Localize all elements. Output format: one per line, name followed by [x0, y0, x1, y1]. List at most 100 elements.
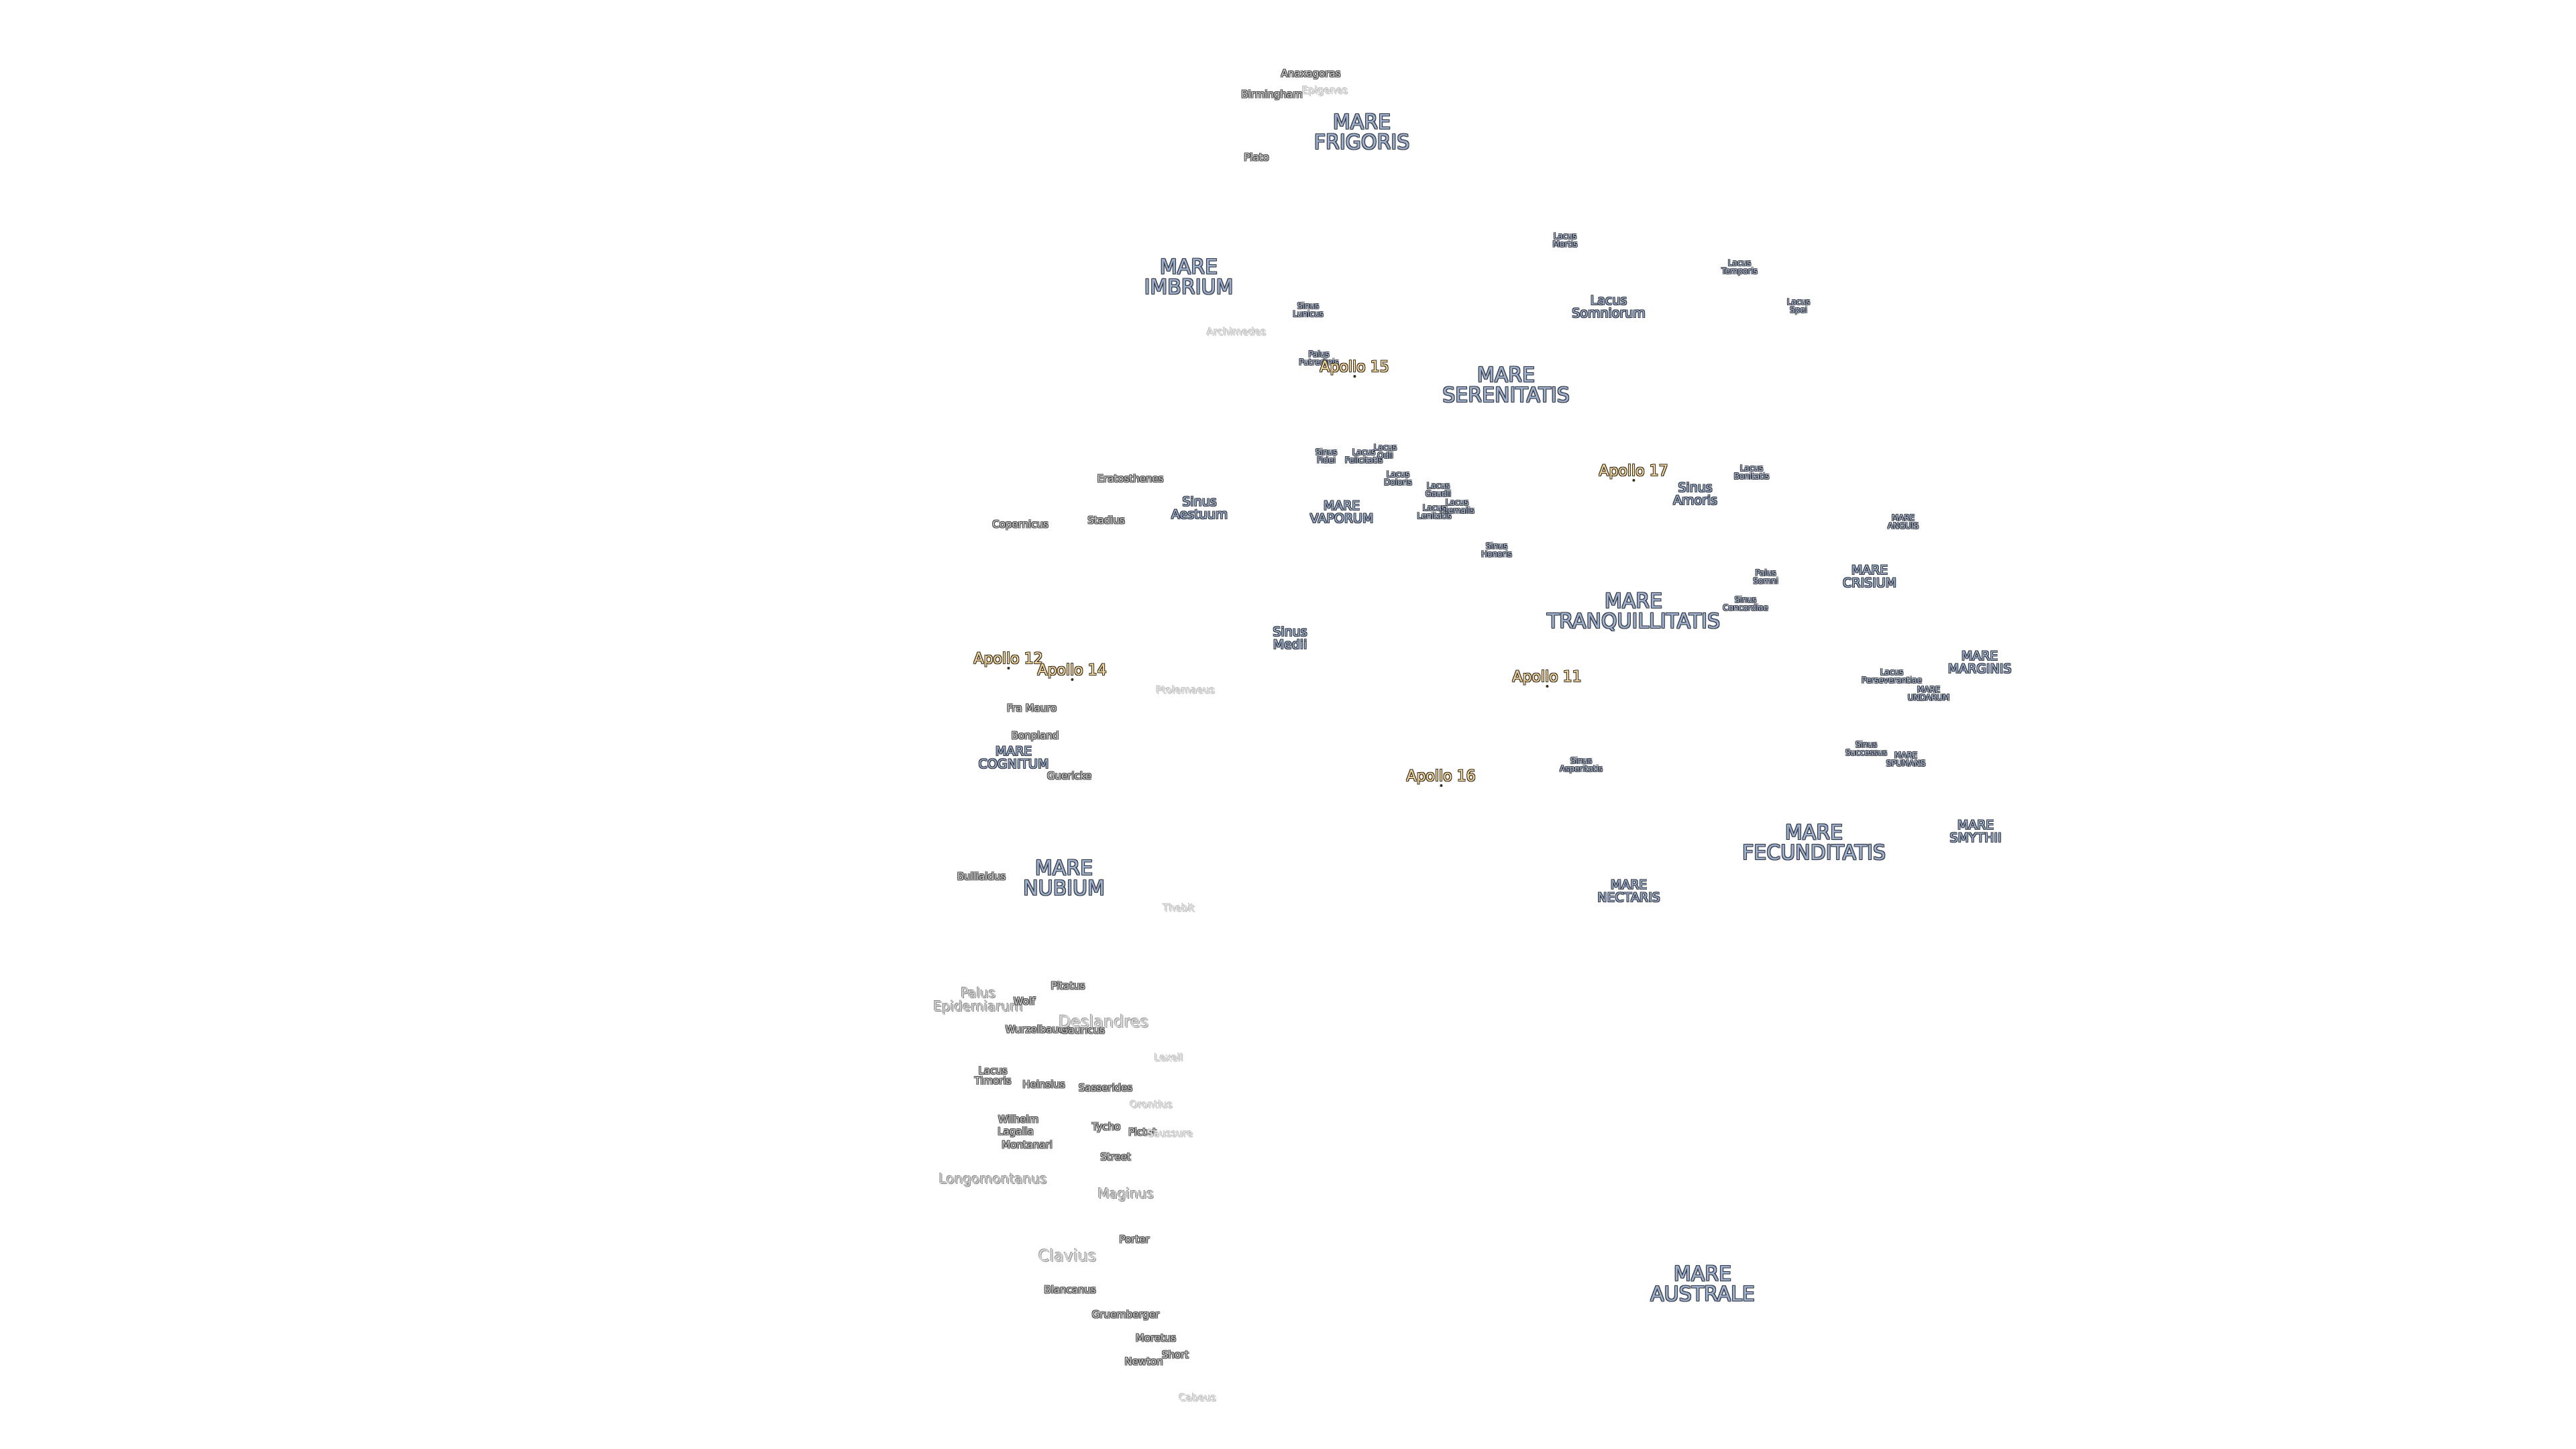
- landing-site-marker-icon: [1071, 678, 1073, 681]
- lacus-bonitatis-label: Lacus Bonitatis: [1733, 464, 1770, 481]
- lacus-gaudii-label: Lacus Gaudii: [1425, 481, 1452, 498]
- longomontanus-label: Longomontanus: [938, 1171, 1047, 1187]
- apollo-12-site: Apollo 12: [973, 651, 1043, 669]
- sinus-lunicus-label: Sinus Lunicus: [1293, 301, 1324, 319]
- landing-site-marker-icon: [1353, 375, 1356, 378]
- lacus-felicitatis-label: Lacus Felicitatis: [1344, 447, 1383, 465]
- copernicus-label: Copernicus: [992, 518, 1049, 531]
- lacus-spei-label: Lacus Spei: [1786, 297, 1811, 315]
- apollo-15-site: Apollo 15: [1320, 360, 1389, 378]
- landing-site-marker-icon: [1440, 784, 1442, 787]
- clavius-label: Clavius: [1038, 1246, 1097, 1265]
- sinus-aestuum-label: Sinus Aestuum: [1171, 494, 1228, 522]
- palus-somni-label: Palus Somni: [1753, 568, 1778, 586]
- guericke-label: Guericke: [1046, 769, 1092, 782]
- sinus-medii-label: Sinus Medii: [1273, 625, 1307, 652]
- apollo-14-site: Apollo 14: [1037, 662, 1107, 681]
- sinus-concordiae-label: Sinus Concordiae: [1723, 595, 1768, 612]
- landing-site-marker-icon: [1007, 667, 1010, 669]
- street-label: Street: [1100, 1150, 1131, 1163]
- wolf-label: Wolf: [1013, 995, 1036, 1008]
- maginus-label: Maginus: [1097, 1185, 1154, 1201]
- stadius-label: Stadius: [1087, 514, 1125, 527]
- deslandres-label: Deslandres: [1058, 1012, 1149, 1031]
- bonpland-label: Bonpland: [1011, 729, 1059, 742]
- sinus-amoris-label: Sinus Amoris: [1672, 480, 1718, 508]
- mare-anguis-label: MARE ANGUIS: [1887, 513, 1919, 531]
- lacus-timoris-label: Lacus Timoris: [974, 1065, 1012, 1087]
- lacus-odii-label: Lacus Odii: [1373, 443, 1397, 460]
- heinsius-label: Heinsius: [1022, 1078, 1065, 1091]
- lacus-lenitatis-label: Lacus Lenitatis: [1417, 503, 1452, 521]
- palus-epidemiarum-label: Palus Epidemiarum: [933, 985, 1023, 1014]
- thebit-label: Thebit: [1163, 902, 1195, 914]
- palus-putredinis-label: Palus Putredinis: [1299, 350, 1339, 367]
- orontius-label: Orontius: [1130, 1098, 1173, 1111]
- anaxagoras-label: Anaxagoras: [1281, 67, 1341, 80]
- sinus-successus-label: Sinus Successus: [1845, 740, 1888, 757]
- fra-mauro-label: Fra Mauro: [1006, 702, 1057, 714]
- mare-imbrium-label: MARE IMBRIUM: [1144, 256, 1234, 299]
- lacus-mortis-label: Lacus Mortis: [1552, 231, 1578, 249]
- apollo-12-label: Apollo 12: [973, 651, 1043, 667]
- epigenes-label: Epigenes: [1301, 84, 1348, 97]
- sinus-asperitatis-label: Sinus Asperitatis: [1559, 756, 1603, 773]
- mare-vaporum-label: MARE VAPORUM: [1309, 498, 1374, 526]
- mare-australe-label: MARE AUSTRALE: [1650, 1263, 1755, 1306]
- mare-cognitum-label: MARE COGNITUM: [978, 744, 1049, 771]
- lacus-somniorum-label: Lacus Somniorum: [1572, 293, 1646, 321]
- saussure-label: Saussure: [1146, 1127, 1193, 1140]
- apollo-14-label: Apollo 14: [1037, 662, 1107, 679]
- landing-site-marker-icon: [1632, 479, 1635, 482]
- birmingham-label: Birmingham: [1241, 88, 1303, 101]
- mare-marginis-label: MARE MARGINIS: [1947, 649, 2012, 676]
- archimedes-label: Archimedes: [1206, 325, 1267, 338]
- newton-label: Newton: [1124, 1355, 1163, 1368]
- lexell-label: Lexell: [1154, 1051, 1183, 1064]
- mare-serenitatis-label: MARE SERENITATIS: [1442, 364, 1570, 407]
- tycho-label: Tycho: [1091, 1120, 1121, 1133]
- gruemberger-label: Gruemberger: [1091, 1308, 1160, 1321]
- apollo-15-label: Apollo 15: [1320, 359, 1389, 376]
- porter-label: Porter: [1119, 1233, 1150, 1246]
- wurzelbauer-label: Wurzelbauer: [1005, 1023, 1069, 1036]
- mare-spumans-label: MARE SPUMANS: [1886, 751, 1926, 768]
- cabeus-label: Cabeus: [1179, 1391, 1216, 1404]
- apollo-16-site: Apollo 16: [1406, 768, 1476, 787]
- mare-undarum-label: MARE UNDARUM: [1907, 685, 1950, 702]
- sasserides-label: Sasserides: [1078, 1081, 1133, 1094]
- plato-label: Plato: [1244, 151, 1269, 164]
- montanari-label: Montanari: [1002, 1138, 1053, 1151]
- blancanus-label: Blancanus: [1044, 1283, 1096, 1296]
- apollo-11-label: Apollo 11: [1512, 669, 1582, 686]
- moretus-label: Moretus: [1135, 1332, 1177, 1344]
- lacus-perseverantiae-label: Lacus Perseverantiae: [1862, 667, 1922, 685]
- mare-nectaris-label: MARE NECTARIS: [1597, 877, 1660, 905]
- lagalla-label: Lagalla: [998, 1125, 1034, 1138]
- landing-site-marker-icon: [1546, 685, 1548, 688]
- mare-crisium-label: MARE CRISIUM: [1842, 563, 1897, 590]
- mare-fecunditatis-label: MARE FECUNDITATIS: [1742, 821, 1886, 865]
- eratosthenes-label: Eratosthenes: [1097, 472, 1164, 485]
- lacus-temporis-label: Lacus Temporis: [1721, 258, 1758, 276]
- mare-nubium-label: MARE NUBIUM: [1023, 857, 1105, 900]
- sinus-fidei-label: Sinus Fidei: [1315, 447, 1338, 465]
- lacus-doloris-label: Lacus Doloris: [1384, 470, 1412, 487]
- short-label: Short: [1161, 1348, 1189, 1361]
- pictet-label: Pictet: [1128, 1126, 1157, 1138]
- lacus-hiemalis-label: Lacus Hiemalis: [1440, 498, 1474, 515]
- apollo-17-label: Apollo 17: [1599, 463, 1668, 480]
- apollo-11-site: Apollo 11: [1512, 669, 1582, 688]
- apollo-17-site: Apollo 17: [1599, 464, 1668, 482]
- mare-frigoris-label: MARE FRIGORIS: [1313, 111, 1410, 154]
- wilhelm-label: Wilhelm: [998, 1113, 1039, 1126]
- mare-tranquillitatis-label: MARE TRANQUILLITATIS: [1546, 590, 1721, 633]
- ptolemaeus-label: Ptolemaeus: [1156, 684, 1215, 696]
- sinus-honoris-label: Sinus Honoris: [1481, 541, 1512, 559]
- gauricus-label: Gauricus: [1060, 1024, 1106, 1036]
- pitatus-label: Pitatus: [1051, 979, 1085, 992]
- mare-smythii-label: MARE SMYTHII: [1949, 818, 2002, 845]
- apollo-16-label: Apollo 16: [1406, 768, 1476, 785]
- bullialdus-label: Bullialdus: [957, 870, 1006, 883]
